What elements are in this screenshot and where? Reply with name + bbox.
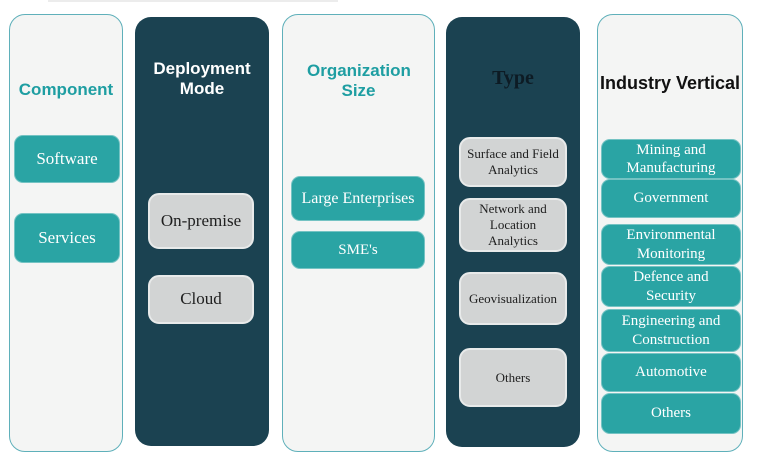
top-divider-line	[48, 0, 338, 2]
segment-button-mining-manufacturing[interactable]: Mining and Manufacturing	[601, 139, 741, 179]
column-deployment-mode: Deployment Mode On-premise Cloud	[135, 17, 269, 446]
segment-button-type-others[interactable]: Others	[459, 348, 567, 407]
segment-button-surface-field-analytics[interactable]: Surface and Field Analytics	[459, 137, 567, 187]
segment-button-geovisualization[interactable]: Geovisualization	[459, 272, 567, 325]
segment-button-on-premise[interactable]: On-premise	[148, 193, 254, 249]
column-industry-vertical-title: Industry Vertical	[599, 73, 741, 93]
column-industry-vertical: Industry Vertical Mining and Manufacturi…	[597, 14, 743, 452]
segment-button-services[interactable]: Services	[14, 213, 120, 263]
segment-button-engineering-construction[interactable]: Engineering and Construction	[601, 309, 741, 352]
column-type: Type Surface and Field Analytics Network…	[446, 17, 580, 447]
segment-button-automotive[interactable]: Automotive	[601, 353, 741, 392]
segment-button-large-enterprises[interactable]: Large Enterprises	[291, 176, 425, 221]
segment-button-environmental-monitoring[interactable]: Environmental Monitoring	[601, 224, 741, 265]
column-deployment-mode-title: Deployment Mode	[153, 59, 251, 99]
segment-button-smes[interactable]: SME's	[291, 231, 425, 269]
segment-button-network-location-analytics[interactable]: Network and Location Analytics	[459, 198, 567, 252]
column-component-title: Component	[18, 80, 114, 99]
column-type-title: Type	[492, 67, 534, 89]
column-organization-size-title: Organization Size	[307, 61, 411, 101]
segment-button-government[interactable]: Government	[601, 179, 741, 218]
segment-button-cloud[interactable]: Cloud	[148, 275, 254, 324]
column-component: Component Software Services	[9, 14, 123, 452]
column-organization-size: Organization Size Large Enterprises SME'…	[282, 14, 435, 452]
segment-button-defence-security[interactable]: Defence and Security	[601, 266, 741, 307]
segment-button-industry-others[interactable]: Others	[601, 393, 741, 434]
segment-button-software[interactable]: Software	[14, 135, 120, 183]
